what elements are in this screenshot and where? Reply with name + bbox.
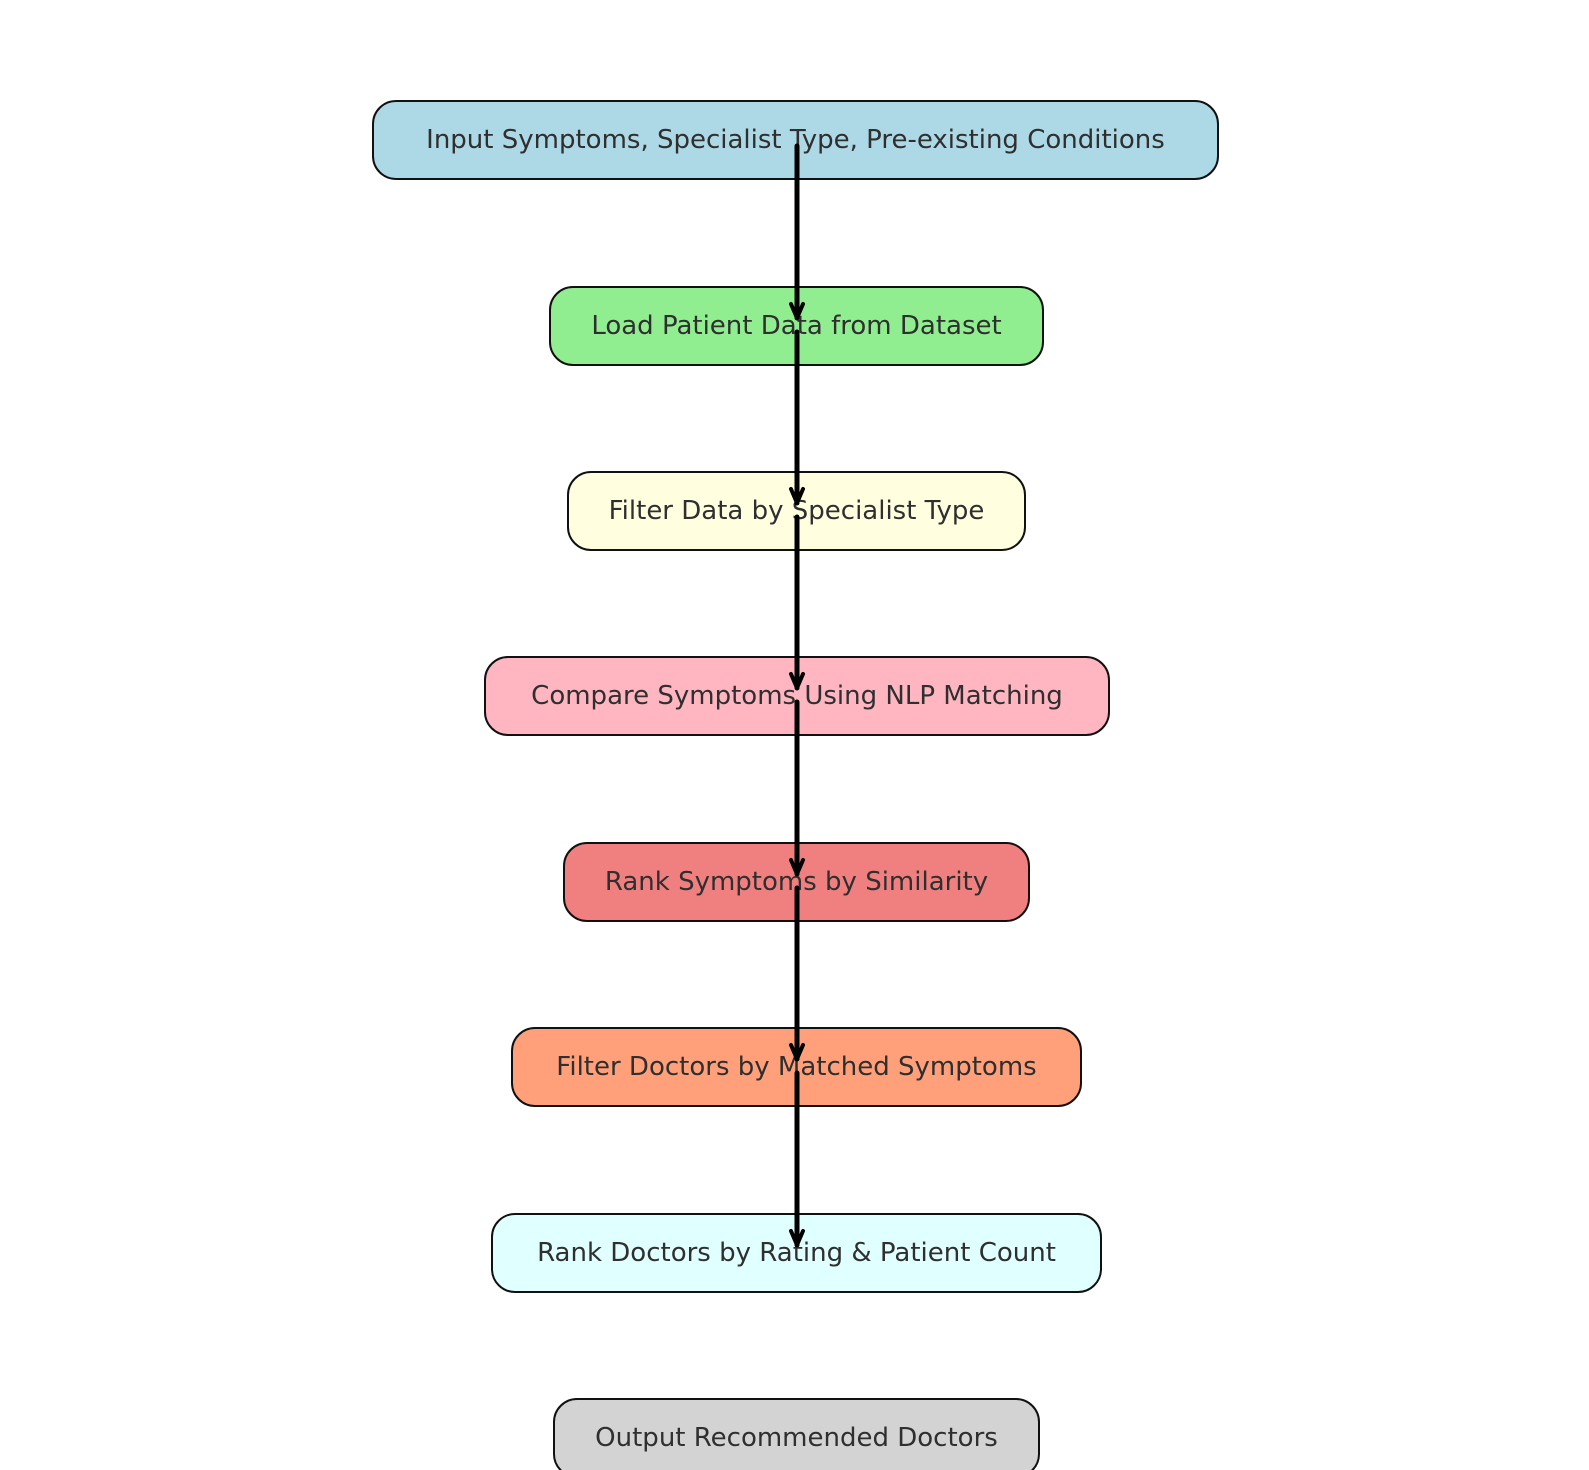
node-input-symptoms: Input Symptoms, Specialist Type, Pre-exi… — [372, 100, 1219, 180]
node-filter-by-specialist: Filter Data by Specialist Type — [567, 471, 1026, 551]
node-output-doctors: Output Recommended Doctors — [553, 1398, 1040, 1470]
node-compare-symptoms-nlp: Compare Symptoms Using NLP Matching — [484, 656, 1110, 736]
node-load-patient-data: Load Patient Data from Dataset — [549, 286, 1044, 366]
node-filter-doctors: Filter Doctors by Matched Symptoms — [511, 1027, 1082, 1107]
node-rank-doctors: Rank Doctors by Rating & Patient Count — [491, 1213, 1102, 1293]
node-rank-symptoms: Rank Symptoms by Similarity — [563, 842, 1030, 922]
